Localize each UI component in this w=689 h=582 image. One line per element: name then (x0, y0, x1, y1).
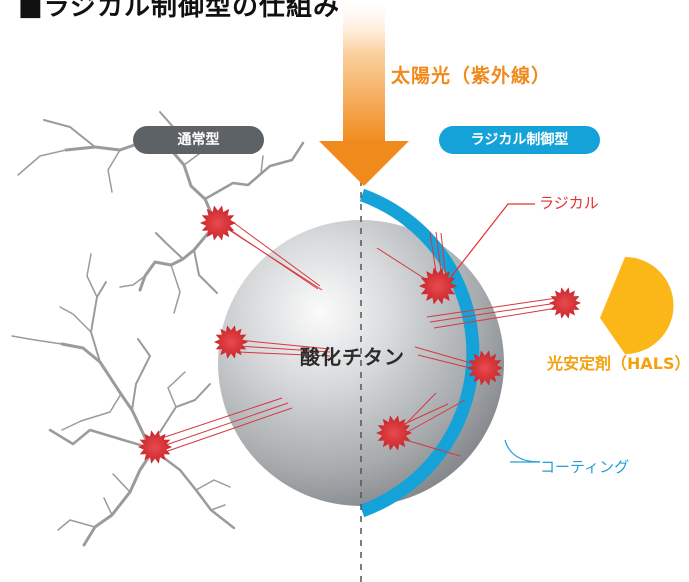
radical-controlled-type-badge: ラジカル制御型 (439, 126, 600, 154)
titanium-dioxide-label: 酸化チタン (300, 345, 405, 369)
sunlight-arrow (319, 0, 409, 186)
radical-rays (155, 219, 558, 457)
radical-callout-line (446, 203, 535, 283)
hals-label: 光安定剤（HALS） (547, 354, 689, 373)
normal-type-badge: 通常型 (133, 126, 264, 154)
coating-label: コーティング (540, 458, 630, 476)
radical-burst-4 (419, 267, 457, 305)
hals-stabilizer-icon (600, 257, 674, 354)
coating-callout-curve (504, 439, 541, 463)
crack-lines (11, 111, 305, 547)
radical-burst-2 (214, 325, 248, 359)
coating-layer (359, 188, 480, 518)
radical-burst-1 (200, 205, 236, 241)
radical-bursts (138, 205, 581, 464)
radical-label: ラジカル (539, 194, 599, 212)
radical-burst-7 (376, 415, 412, 451)
header-title: ■ラジカル制御型の仕組み (18, 0, 341, 22)
radical-burst-6 (467, 350, 503, 386)
radical-burst-3 (138, 430, 172, 464)
sunlight-label: 太陽光（紫外線） (391, 65, 552, 87)
radical-burst-5 (549, 287, 581, 319)
